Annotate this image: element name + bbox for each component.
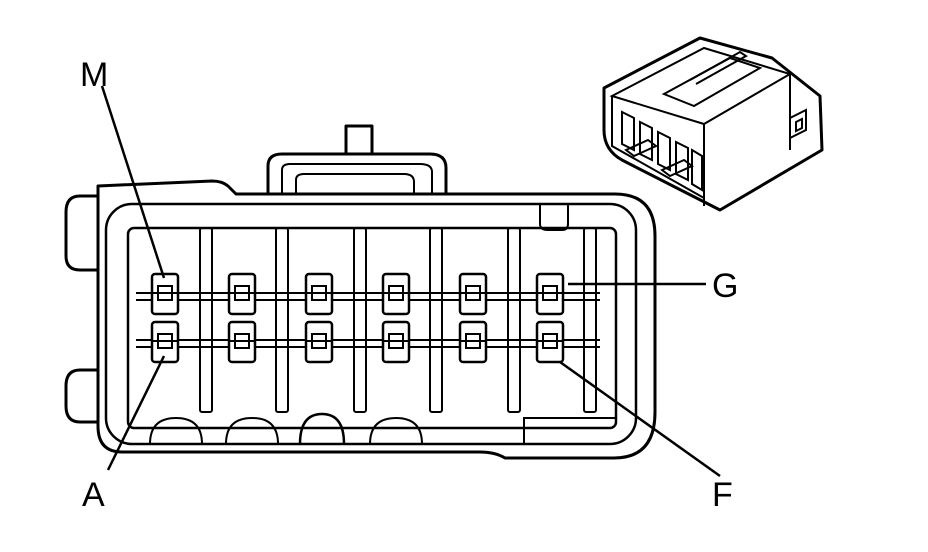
terminal-cavity bbox=[458, 272, 488, 316]
connector-left-ear-top bbox=[64, 194, 100, 272]
connector-ribs bbox=[199, 227, 597, 413]
terminal-cavity bbox=[304, 320, 334, 364]
terminal-cavity bbox=[150, 272, 180, 316]
leader-lines bbox=[100, 85, 721, 478]
terminal-cavity bbox=[150, 320, 180, 364]
connector-rails bbox=[136, 292, 600, 348]
iso-front-cavities bbox=[621, 110, 703, 192]
leader-f bbox=[559, 360, 721, 478]
connector-latch-window bbox=[295, 173, 415, 194]
leader-a bbox=[106, 355, 166, 471]
label-a: A bbox=[82, 476, 105, 514]
leader-m bbox=[100, 85, 166, 279]
connector-cavity-frame bbox=[126, 226, 618, 430]
connector-latch-tab bbox=[344, 124, 374, 156]
iso-body-outline bbox=[602, 36, 824, 212]
connector-bottom-lobes bbox=[149, 412, 616, 445]
connector-left-ear-bottom bbox=[64, 368, 100, 424]
terminal-cavity bbox=[381, 320, 411, 364]
terminal-cavity bbox=[304, 272, 334, 316]
connector-face bbox=[64, 124, 657, 460]
iso-side-latch-slot bbox=[795, 117, 803, 133]
terminal-cavity bbox=[227, 320, 257, 364]
terminal-cavity bbox=[535, 320, 565, 364]
connector-key-notch bbox=[539, 204, 569, 231]
connector-outer-housing bbox=[96, 179, 657, 460]
iso-side-latch bbox=[789, 108, 807, 139]
iso-top-ridge-2 bbox=[689, 50, 748, 85]
terminal-cavity bbox=[381, 272, 411, 316]
label-f: F bbox=[712, 476, 733, 514]
connector-isometric-view bbox=[602, 36, 824, 212]
label-g: G bbox=[712, 267, 738, 305]
connector-top-latch bbox=[266, 152, 448, 196]
terminal-cavity bbox=[535, 272, 565, 316]
connector-latch-inner bbox=[281, 163, 433, 194]
iso-front-face bbox=[611, 96, 705, 199]
terminal-cavities bbox=[150, 272, 565, 364]
terminal-cavity bbox=[227, 272, 257, 316]
label-m: M bbox=[80, 56, 108, 94]
terminal-cavity bbox=[458, 320, 488, 364]
iso-top-face bbox=[609, 46, 793, 126]
